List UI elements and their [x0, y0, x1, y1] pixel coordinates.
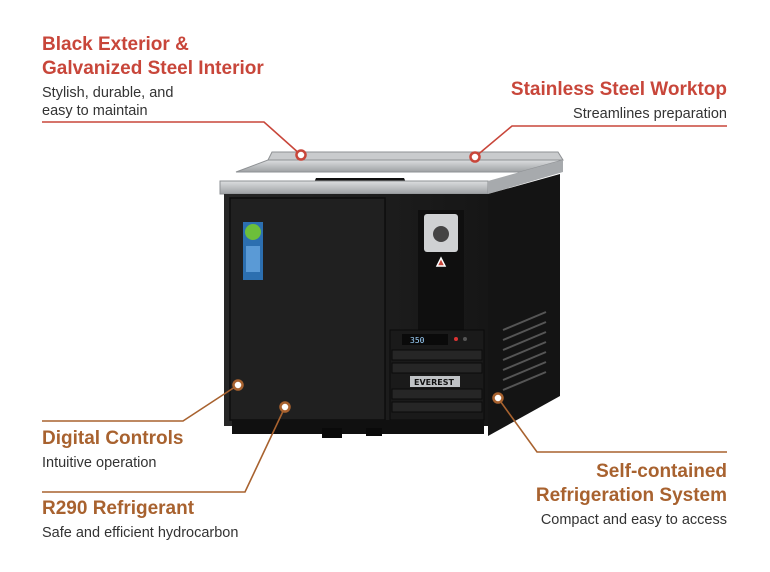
callout-line-system — [497, 397, 727, 453]
side-vent — [502, 311, 547, 391]
feature-exterior: Black Exterior & Galvanized Steel Interi… — [42, 33, 302, 120]
callout-dot-refrigerant — [279, 401, 291, 413]
temperature-display — [402, 334, 448, 345]
feature-system-desc: Compact and easy to access — [540, 512, 727, 528]
feature-system: Self-contained Refrigeration System Comp… — [467, 460, 727, 529]
feature-refrigerant-desc: Safe and efficient hydrocarbon — [42, 525, 239, 541]
status-led-icon — [454, 337, 458, 341]
callout-dot-exterior — [295, 149, 307, 161]
leaf-icon — [245, 224, 261, 240]
feature-worktop-title: Stainless Steel Worktop — [510, 79, 727, 100]
callout-dot-system — [492, 392, 504, 404]
feature-worktop: Stainless Steel Worktop Streamlines prep… — [467, 78, 727, 123]
eco-label-text-area — [246, 246, 260, 272]
foot — [366, 428, 382, 436]
feature-controls: Digital Controls Intuitive operation — [42, 427, 282, 472]
feature-exterior-title: Black Exterior & Galvanized Steel Interi… — [42, 34, 264, 79]
status-led-icon — [463, 337, 467, 341]
feature-controls-title: Digital Controls — [42, 428, 184, 449]
callout-dot-worktop — [469, 151, 481, 163]
worktop-front-edge — [219, 180, 489, 195]
stainless-worktop — [235, 159, 564, 173]
cabinet-base — [232, 420, 484, 434]
callout-line-exterior — [42, 121, 302, 156]
feature-refrigerant-title: R290 Refrigerant — [42, 498, 195, 519]
brand-logo: EVEREST — [414, 378, 455, 387]
feature-exterior-desc: Stylish, durable, and easy to maintain — [42, 85, 174, 119]
callout-dot-controls — [232, 379, 244, 391]
front-louvers — [391, 349, 483, 413]
worktop-side-edge — [488, 160, 563, 194]
temperature-readout: 350 — [410, 336, 425, 345]
callout-line-controls — [42, 384, 239, 422]
warning-sticker — [435, 256, 447, 267]
feature-worktop-desc: Streamlines preparation — [573, 106, 727, 122]
callout-line-refrigerant — [42, 406, 286, 493]
worktop-rim — [267, 151, 564, 161]
feature-refrigerant: R290 Refrigerant Safe and efficient hydr… — [42, 497, 302, 542]
feature-system-title: Self-contained Refrigeration System — [535, 461, 727, 506]
cabinet-side — [488, 174, 560, 436]
brand-plate — [410, 376, 460, 387]
bottle-opener-hole — [433, 226, 449, 242]
feature-controls-desc: Intuitive operation — [42, 455, 157, 471]
foot — [322, 428, 342, 438]
callout-line-worktop — [474, 125, 727, 158]
